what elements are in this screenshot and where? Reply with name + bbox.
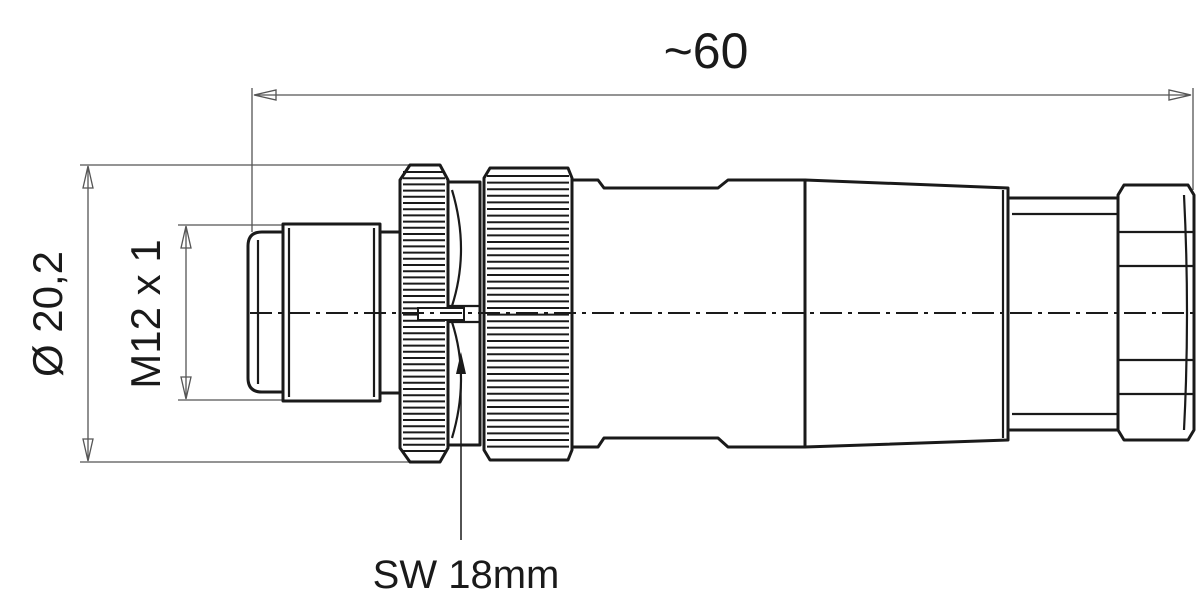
wrench-size-callout: SW 18mm bbox=[373, 352, 560, 597]
thread-dimension: M12 x 1 bbox=[122, 224, 290, 401]
gland-curve bbox=[1182, 194, 1189, 431]
diameter-arrow-top bbox=[82, 165, 94, 189]
thread-label: M12 x 1 bbox=[122, 239, 169, 388]
hex-face-upper bbox=[450, 189, 463, 307]
nut-rear-knurling bbox=[487, 175, 569, 448]
diameter-dimension: Ø 20,2 bbox=[24, 164, 410, 463]
length-arrow-right bbox=[1168, 89, 1192, 101]
wrench-leader-arrow bbox=[456, 352, 466, 374]
diameter-label: Ø 20,2 bbox=[24, 251, 71, 377]
thread-arrow-top bbox=[180, 225, 192, 249]
wrench-size-label: SW 18mm bbox=[373, 553, 560, 597]
diameter-arrow-bottom bbox=[82, 438, 94, 462]
overall-length-label: ~60 bbox=[664, 23, 749, 79]
length-arrow-left bbox=[253, 89, 277, 101]
thread-arrow-bottom bbox=[180, 376, 192, 400]
overall-length-dimension: ~60 bbox=[251, 23, 1194, 232]
